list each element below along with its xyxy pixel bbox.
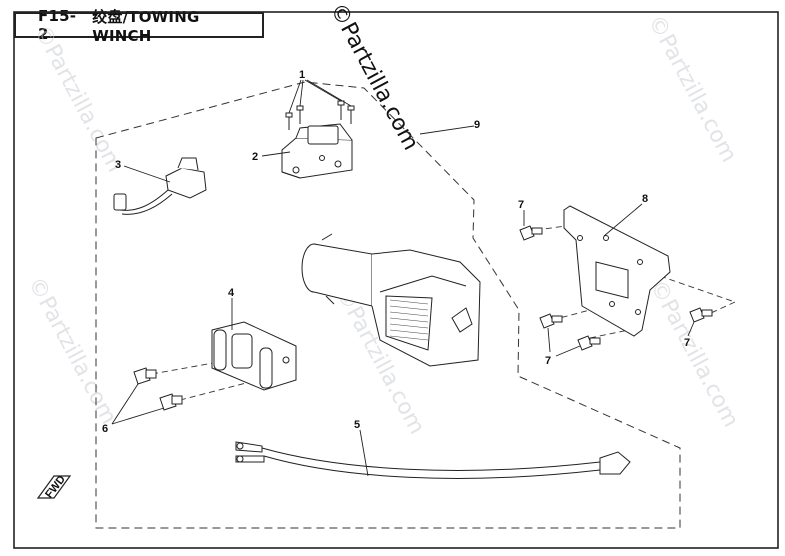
relay-screws — [285, 100, 355, 130]
bracket-bolts — [519, 225, 713, 351]
winch-motor-assembly — [301, 233, 481, 367]
winch-relay-part — [281, 123, 353, 179]
forward-direction-marker: FWD — [36, 473, 72, 501]
watermark-tl: ©Partzilla.com — [29, 21, 127, 176]
callout-6: 6 — [102, 423, 108, 435]
watermark-ml: ©Partzilla.com — [23, 273, 121, 428]
roller-fairlead-part — [211, 321, 297, 391]
callout-3: 3 — [115, 159, 121, 171]
callout-5: 5 — [354, 419, 360, 431]
callout-7c: 7 — [684, 337, 690, 349]
callout-labels: 1 2 3 4 5 6 7 7 7 8 9 — [102, 69, 690, 435]
fairlead-bolts — [133, 367, 183, 411]
callout-7b: 7 — [545, 355, 551, 367]
watermarks: ©Partzilla.com ©Partzilla.com ©Partzilla… — [23, 0, 743, 439]
callout-8: 8 — [642, 193, 648, 205]
sheet-border — [13, 11, 779, 549]
mounting-bracket-part — [563, 205, 671, 337]
callout-7a: 7 — [518, 199, 524, 211]
winch-switch-part — [113, 157, 207, 215]
callout-9: 9 — [474, 119, 480, 131]
callout-4: 4 — [228, 287, 235, 299]
power-cable-part — [235, 441, 631, 479]
leader-lines — [111, 79, 695, 477]
watermark-tr: ©Partzilla.com — [643, 11, 741, 166]
callout-1: 1 — [299, 69, 305, 81]
callout-2: 2 — [252, 151, 258, 163]
